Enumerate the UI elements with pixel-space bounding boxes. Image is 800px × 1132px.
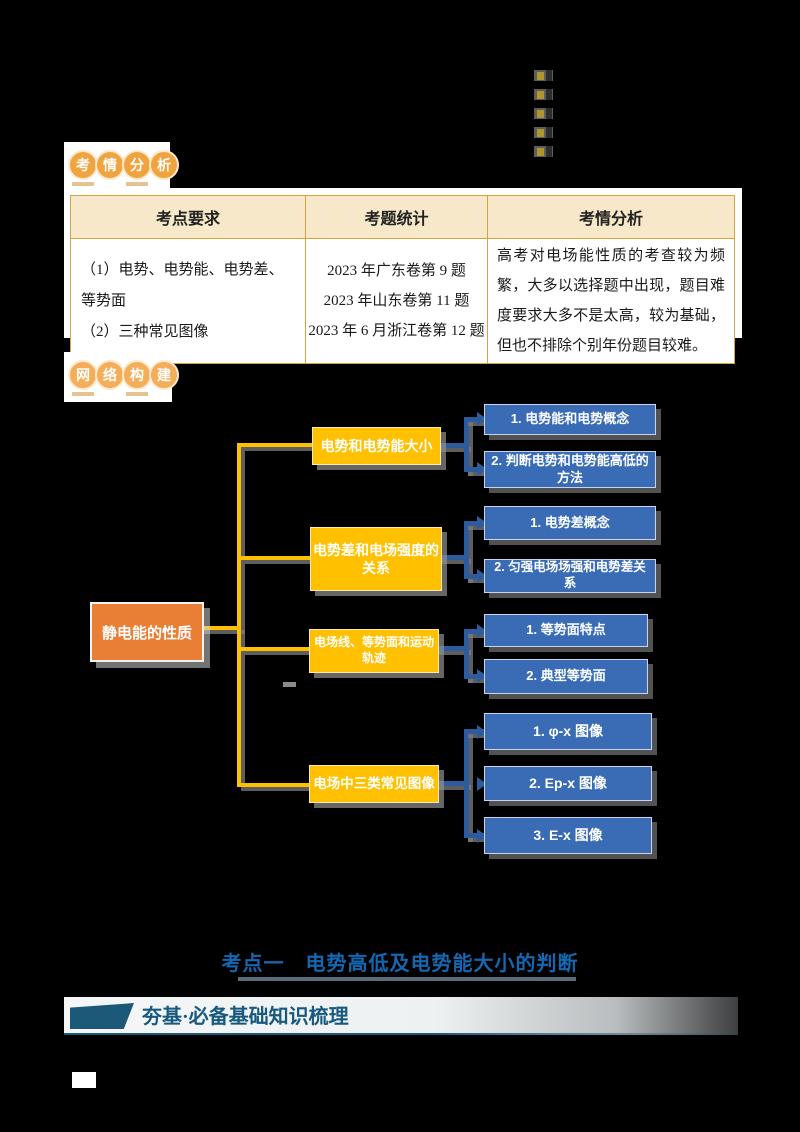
exam-table-panel: 考点要求 考题统计 考情分析 （1）电势、电势能、电势差、等势面 （2）三种常见… bbox=[64, 188, 742, 364]
watermark-icon bbox=[534, 127, 553, 138]
bracket-4-stub bbox=[464, 729, 486, 734]
topic-title: 考点一 电势高低及电势能大小的判断 bbox=[221, 953, 579, 975]
badge-underline bbox=[72, 392, 94, 396]
stray-dash-mark bbox=[283, 682, 296, 687]
bracket-4-stub bbox=[464, 833, 486, 838]
connector-arrow bbox=[477, 569, 487, 583]
mindmap-child-node: 1. 电势能和电势概念 bbox=[484, 404, 656, 435]
connector-arrow bbox=[477, 777, 487, 791]
watermark-glyph-icon bbox=[537, 128, 544, 137]
mindmap-root-node: 静电能的性质 bbox=[90, 602, 204, 662]
mindmap-child-node: 2. 判断电势和电势能高低的方法 bbox=[484, 451, 656, 488]
badge-char: 构 bbox=[122, 360, 152, 390]
connector-arrow bbox=[477, 412, 487, 426]
flag-icon bbox=[70, 1003, 134, 1029]
cell-question-statistics: 2023 年广东卷第 9 题 2023 年山东卷第 11 题 2023 年 6 … bbox=[305, 238, 488, 364]
requirement-line: （1）电势、电势能、电势差、等势面 bbox=[81, 261, 284, 309]
bracket-3-stub bbox=[464, 674, 486, 679]
section-header-title: 夯基·必备基础知识梳理 bbox=[142, 1006, 349, 1028]
statistic-line: 2023 年山东卷第 11 题 bbox=[323, 293, 470, 309]
badge-exam-analysis: 考 情 分 析 bbox=[68, 150, 179, 180]
watermark-glyph-icon bbox=[537, 109, 544, 118]
badge-network-build: 网 络 构 建 bbox=[68, 360, 179, 390]
exam-info-table: 考点要求 考题统计 考情分析 （1）电势、电势能、电势差、等势面 （2）三种常见… bbox=[70, 195, 735, 364]
watermark-dark-block bbox=[546, 146, 552, 157]
mindmap-child-node: 3. E-x 图像 bbox=[484, 817, 652, 854]
connector-arrow bbox=[477, 725, 487, 739]
connector-branch-4 bbox=[241, 783, 312, 787]
connector-arrow bbox=[477, 462, 487, 476]
bracket-1-stem bbox=[437, 443, 467, 448]
table-header-row: 考点要求 考题统计 考情分析 bbox=[70, 195, 735, 239]
bracket-2-vertical bbox=[464, 521, 469, 579]
connector-arrow bbox=[477, 669, 487, 683]
badge-underline bbox=[126, 392, 148, 396]
connector-arrow bbox=[477, 829, 487, 843]
bracket-3-vertical bbox=[464, 629, 469, 679]
bracket-1-stub bbox=[464, 417, 486, 422]
watermark-glyph-icon bbox=[537, 147, 544, 156]
badge-char: 析 bbox=[149, 150, 179, 180]
connector-trunk bbox=[237, 443, 241, 787]
statistic-line: 2023 年广东卷第 9 题 bbox=[327, 263, 466, 279]
watermark-glyph-icon bbox=[537, 71, 544, 80]
header-exam-analysis: 考情分析 bbox=[487, 195, 735, 239]
cell-exam-analysis: 高考对电场能性质的考查较为频繁，大多以选择题中出现，题目难度要求大多不是太高，较… bbox=[487, 238, 735, 364]
bracket-2-stub bbox=[464, 521, 486, 526]
bracket-2-stem bbox=[437, 555, 467, 560]
badge-underline bbox=[72, 182, 94, 186]
connector-arrow bbox=[477, 624, 487, 638]
cell-exam-requirements: （1）电势、电势能、电势差、等势面 （2）三种常见图像 bbox=[70, 238, 306, 364]
statistic-line: 2023 年 6 月浙江卷第 12 题 bbox=[308, 323, 485, 339]
bracket-1-stub bbox=[464, 467, 486, 472]
badge-char: 考 bbox=[68, 150, 98, 180]
connector-root bbox=[196, 626, 241, 630]
mindmap-child-node: 2. Ep-x 图像 bbox=[484, 766, 652, 801]
bracket-4-vertical bbox=[464, 729, 469, 838]
mindmap-branch-node: 电场线、等势面和运动轨迹 bbox=[309, 629, 439, 673]
watermark-icon bbox=[534, 108, 553, 119]
connector-arrow bbox=[477, 516, 487, 530]
connector-branch-3 bbox=[241, 647, 312, 651]
header-exam-requirements: 考点要求 bbox=[70, 195, 306, 239]
mindmap-branch-node: 电势和电势能大小 bbox=[312, 427, 441, 465]
mindmap-child-node: 1. φ-x 图像 bbox=[484, 713, 652, 750]
header-question-statistics: 考题统计 bbox=[305, 195, 488, 239]
mindmap-child-node: 2. 匀强电场场强和电势差关系 bbox=[484, 559, 656, 593]
bracket-2-stub bbox=[464, 574, 486, 579]
watermark-dark-block bbox=[546, 70, 552, 81]
topic-title-underline bbox=[238, 977, 576, 981]
bracket-4-stem bbox=[435, 781, 467, 786]
page-number-box bbox=[72, 1072, 96, 1088]
mindmap-branch-node: 电势差和电场强度的关系 bbox=[310, 527, 442, 591]
badge-char: 络 bbox=[95, 360, 125, 390]
mindmap-child-node: 1. 等势面特点 bbox=[484, 614, 648, 647]
watermark-dark-block bbox=[546, 108, 552, 119]
watermark-dark-block bbox=[546, 89, 552, 100]
badge-underline bbox=[126, 182, 148, 186]
connector-branch-1 bbox=[241, 443, 315, 447]
badge-char: 网 bbox=[68, 360, 98, 390]
mindmap-child-node: 2. 典型等势面 bbox=[484, 659, 648, 694]
watermark-dark-block bbox=[546, 127, 552, 138]
badge-char: 情 bbox=[95, 150, 125, 180]
mindmap-child-node: 1. 电势差概念 bbox=[484, 506, 656, 540]
badge-char: 分 bbox=[122, 150, 152, 180]
mindmap-branch-node: 电场中三类常见图像 bbox=[309, 765, 439, 803]
bracket-3-stub bbox=[464, 629, 486, 634]
requirement-line: （2）三种常见图像 bbox=[81, 323, 209, 340]
badge-char: 建 bbox=[149, 360, 179, 390]
bracket-3-stem bbox=[435, 646, 467, 651]
watermark-glyph-icon bbox=[537, 90, 544, 99]
section-header-rule bbox=[64, 1033, 738, 1035]
table-body-row: （1）电势、电势能、电势差、等势面 （2）三种常见图像 2023 年广东卷第 9… bbox=[70, 238, 735, 364]
connector-branch-2 bbox=[241, 556, 312, 560]
watermark-icon bbox=[534, 70, 553, 81]
bracket-1-vertical bbox=[464, 417, 469, 472]
section-header-bar bbox=[64, 997, 738, 1035]
watermark-icon bbox=[534, 146, 553, 157]
watermark-icon bbox=[534, 89, 553, 100]
